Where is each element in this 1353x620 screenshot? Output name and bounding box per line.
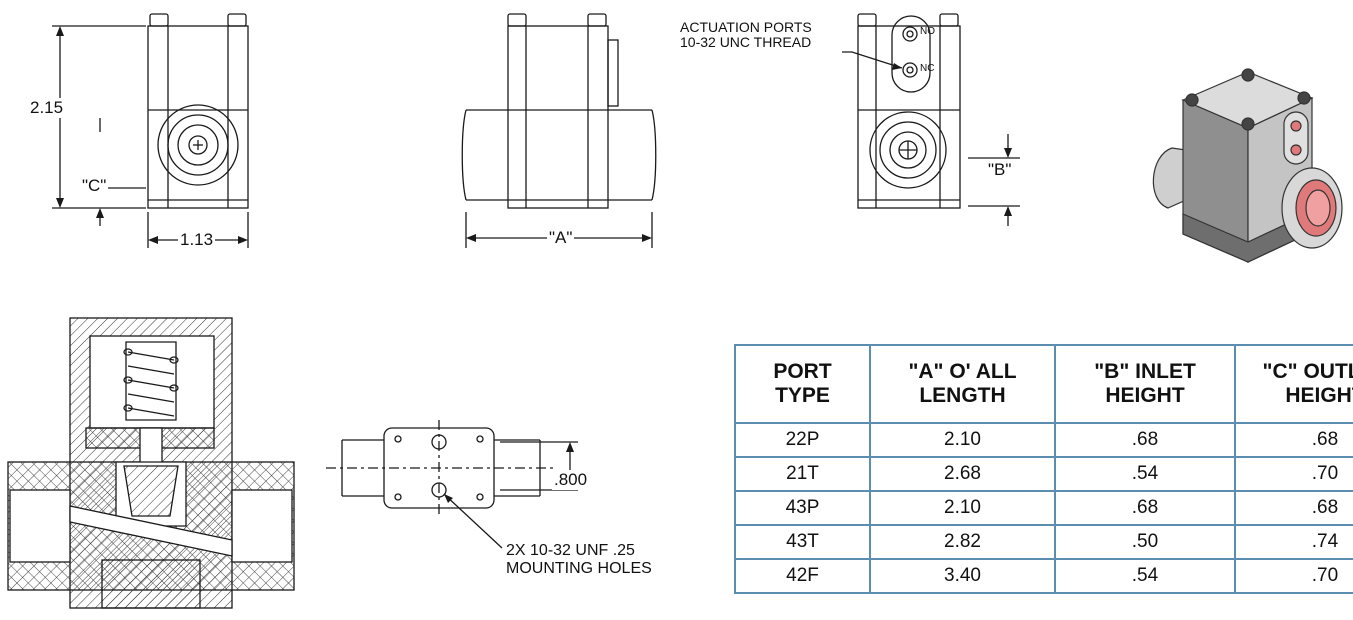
port-view [842,13,1020,226]
cell-port-type: 22P [734,422,871,458]
table-row: 21T 2.68 .54 .70 [734,456,1353,492]
table-row: 43T 2.82 .50 .74 [734,524,1353,560]
inlet-height-label: "B" [986,160,1014,180]
cell-inlet: .50 [1054,524,1236,560]
table-row: 22P 2.10 .68 .68 [734,422,1353,458]
cell-port-type: 42F [734,558,871,594]
cell-port-type: 21T [734,456,871,492]
isometric-view [1152,68,1343,263]
cell-length: 2.10 [869,490,1056,526]
side-view [461,13,657,248]
cell-outlet: .70 [1234,558,1353,594]
front-view [52,13,249,248]
cell-inlet: .54 [1054,558,1236,594]
mounting-holes-note: 2X 10-32 UNF .25 MOUNTING HOLES [506,542,652,577]
cell-length: 2.10 [869,422,1056,458]
outlet-height-label: "C" [80,176,109,196]
cell-inlet: .68 [1054,490,1236,526]
table-row: 42F 3.40 .54 .70 [734,558,1353,594]
mount-view [326,420,578,549]
header-outlet-height: "C" OUTLETHEIGHT [1234,344,1353,424]
cell-outlet: .74 [1234,524,1353,560]
port-nc-label: NC [920,63,935,74]
cell-length: 2.68 [869,456,1056,492]
cell-length: 3.40 [869,558,1056,594]
cell-port-type: 43P [734,490,871,526]
cell-port-type: 43T [734,524,871,560]
cell-outlet: .70 [1234,456,1353,492]
overall-length-label: "A" [547,228,575,248]
cell-outlet: .68 [1234,490,1353,526]
cell-outlet: .68 [1234,422,1353,458]
table-row: 43P 2.10 .68 .68 [734,490,1353,526]
cell-inlet: .54 [1054,456,1236,492]
cell-length: 2.82 [869,524,1056,560]
port-no-label: NO [920,26,935,37]
mounting-spacing-dimension: .800 [552,470,590,490]
height-dimension: 2.15 [28,98,66,118]
actuation-ports-note: ACTUATION PORTS 10-32 UNC THREAD [680,19,812,50]
section-view [7,317,295,609]
width-dimension: 1.13 [178,230,216,250]
cell-inlet: .68 [1054,422,1236,458]
